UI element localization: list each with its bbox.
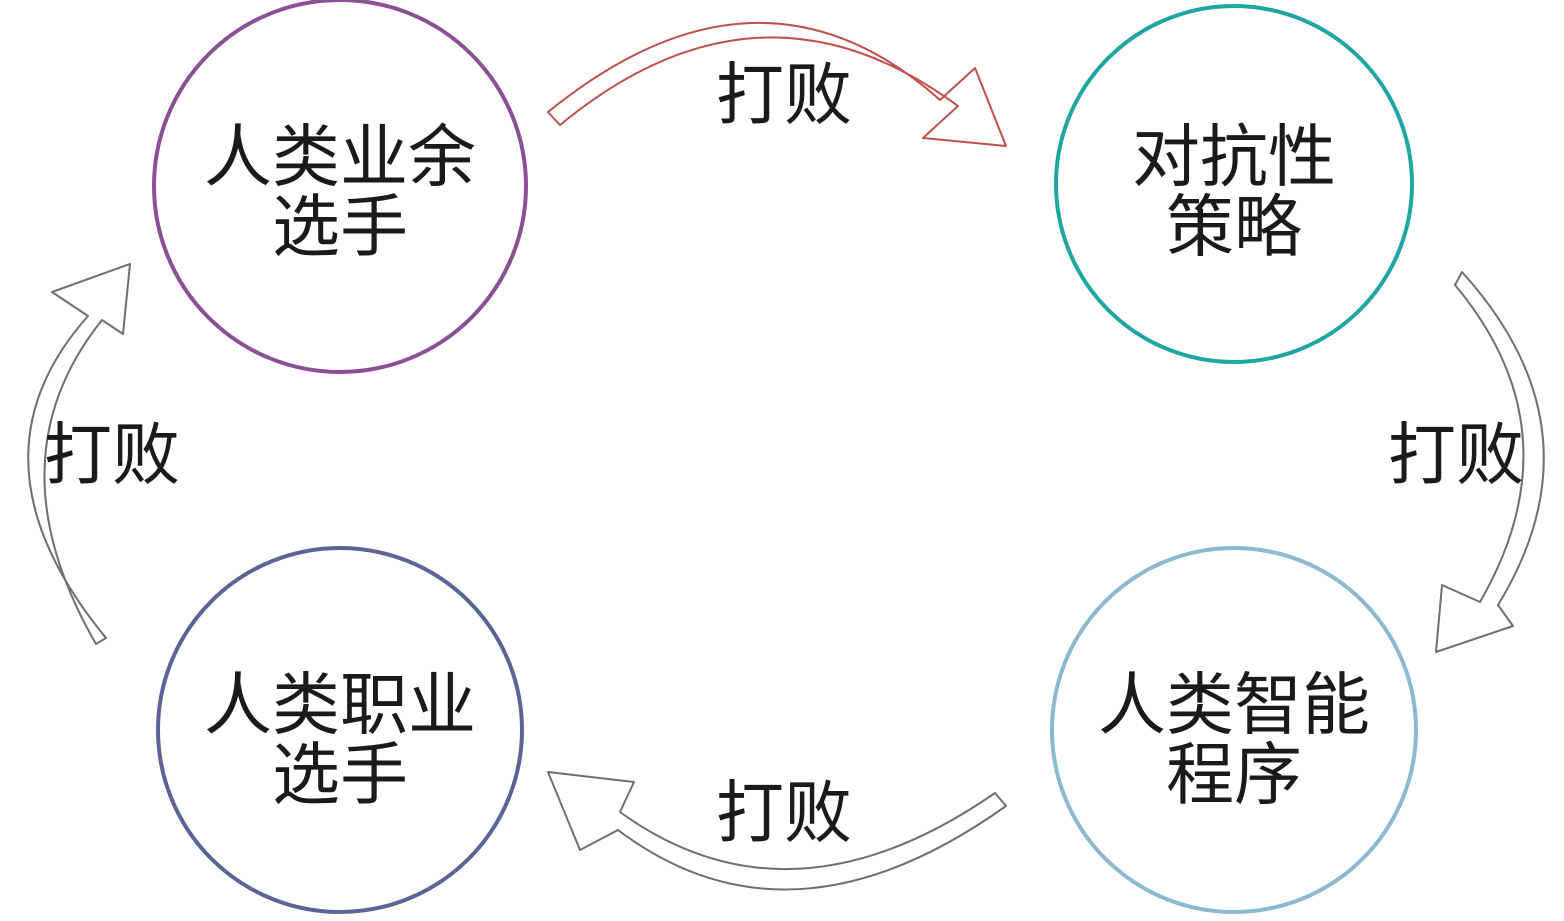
node-text-professional-line2: 选手 [272,737,408,816]
node-text-professional-line1: 人类职业 [204,667,476,746]
node-ai: 人类智能 程序 [1050,546,1418,914]
arrow-left [27,263,131,645]
edge-adversarial-to-ai: 打败 [1388,271,1545,653]
edges: 打败 打败 打败 打败 [27,22,1545,891]
node-circle-professional [156,546,524,914]
edge-label-top: 打败 [716,57,852,136]
edge-label-bottom: 打败 [716,775,852,854]
node-circle-ai [1050,546,1418,914]
edge-ai-to-professional: 打败 [547,771,1007,891]
node-text-ai-line1: 人类智能 [1098,667,1370,746]
node-text-adversarial-line1: 对抗性 [1132,119,1336,198]
node-adversarial: 对抗性 策略 [1054,4,1414,364]
arrow-top [547,22,1007,147]
node-professional: 人类职业 选手 [156,546,524,914]
node-text-amateur-line2: 选手 [272,189,408,268]
node-text-adversarial-line2: 策略 [1166,189,1302,268]
edge-label-left: 打败 [44,417,180,496]
arrow-right [1435,271,1545,653]
node-circle-adversarial [1054,4,1414,364]
node-text-amateur-line1: 人类业余 [204,119,476,198]
nodes: 人类业余 选手 对抗性 策略 人类智能 程序 人类职业 选手 [152,0,1418,914]
node-amateur: 人类业余 选手 [152,0,528,374]
node-text-ai-line2: 程序 [1166,737,1302,816]
edge-amateur-to-adversarial: 打败 [547,22,1007,147]
node-circle-amateur [152,0,528,374]
edge-label-right: 打败 [1388,417,1524,496]
arrow-bottom [547,771,1007,891]
edge-professional-to-amateur: 打败 [27,263,180,645]
